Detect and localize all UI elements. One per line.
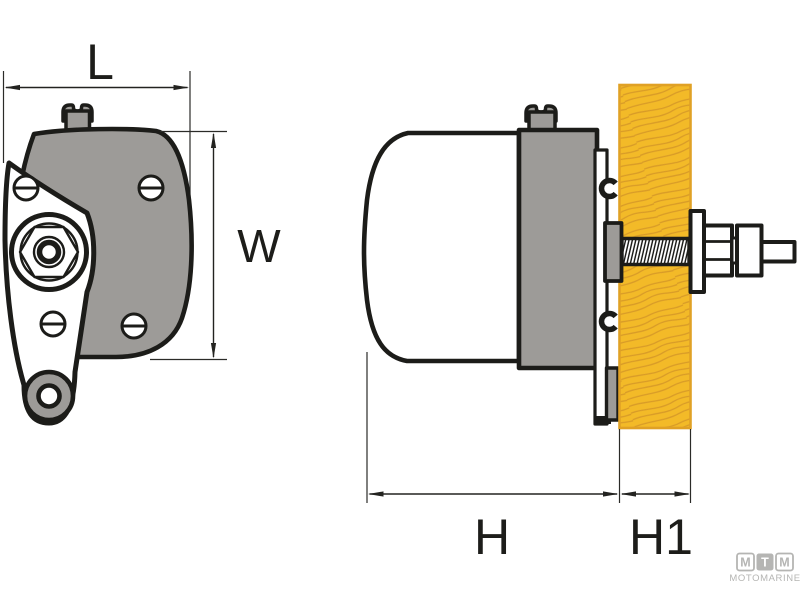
dim-H-arrow-left — [368, 491, 384, 497]
hub-shaft-hole — [36, 239, 62, 265]
logo-letter-1: M — [740, 556, 750, 570]
logo-box-1 — [736, 552, 755, 572]
thread-hatch — [622, 239, 689, 264]
dim-H1-arrow-left — [620, 491, 636, 497]
dimension-L: L — [2, 34, 191, 200]
logo-box-2 — [756, 553, 774, 571]
hex-hub — [9, 212, 89, 292]
arm-tip-bushing — [22, 369, 76, 423]
motor-can — [361, 130, 522, 364]
dim-W-arrow-top — [210, 132, 217, 148]
spacer-nut — [735, 223, 764, 278]
screw-bottom-left — [39, 310, 67, 338]
drive-shaft-end — [759, 240, 797, 264]
screw-top-left — [12, 174, 40, 202]
screw-bottom-middle — [120, 312, 148, 340]
front-view: L — [2, 34, 281, 426]
dim-label-L: L — [86, 34, 114, 90]
dim-L-arrow-right — [173, 84, 189, 91]
dim-H-arrow-right — [603, 491, 619, 497]
side-view: H H1 — [361, 83, 797, 565]
logo-letter-3: M — [779, 556, 789, 570]
dim-H1-arrow-right — [674, 491, 690, 497]
dimension-H: H H1 — [366, 352, 693, 565]
washer — [688, 209, 706, 294]
hex-nut-side — [702, 223, 734, 278]
brand-watermark: M T M MOTOMARINE — [729, 552, 800, 584]
dim-label-W: W — [237, 220, 281, 272]
dim-label-H1: H1 — [629, 509, 693, 565]
lower-spacer — [604, 366, 620, 422]
shaft-fasteners — [688, 209, 797, 294]
logo-letter-2: T — [761, 556, 769, 570]
threaded-shaft — [620, 236, 691, 267]
shaft-bushing — [603, 221, 624, 283]
dim-label-H: H — [474, 509, 510, 565]
tip-hole — [36, 383, 62, 409]
logo-name: MOTOMARINE — [729, 573, 800, 584]
dim-W-arrow-bottom — [210, 343, 217, 359]
dimension-W: W — [150, 130, 281, 361]
plate-foot — [594, 416, 611, 424]
spring-clip-top — [598, 177, 621, 200]
mounting-plate — [593, 148, 611, 426]
gear-block — [516, 127, 600, 371]
spring-clip-bottom — [598, 310, 621, 333]
logo-box-3 — [775, 552, 794, 572]
screw-top-right — [137, 174, 165, 202]
dim-L-arrow-left — [4, 84, 20, 91]
